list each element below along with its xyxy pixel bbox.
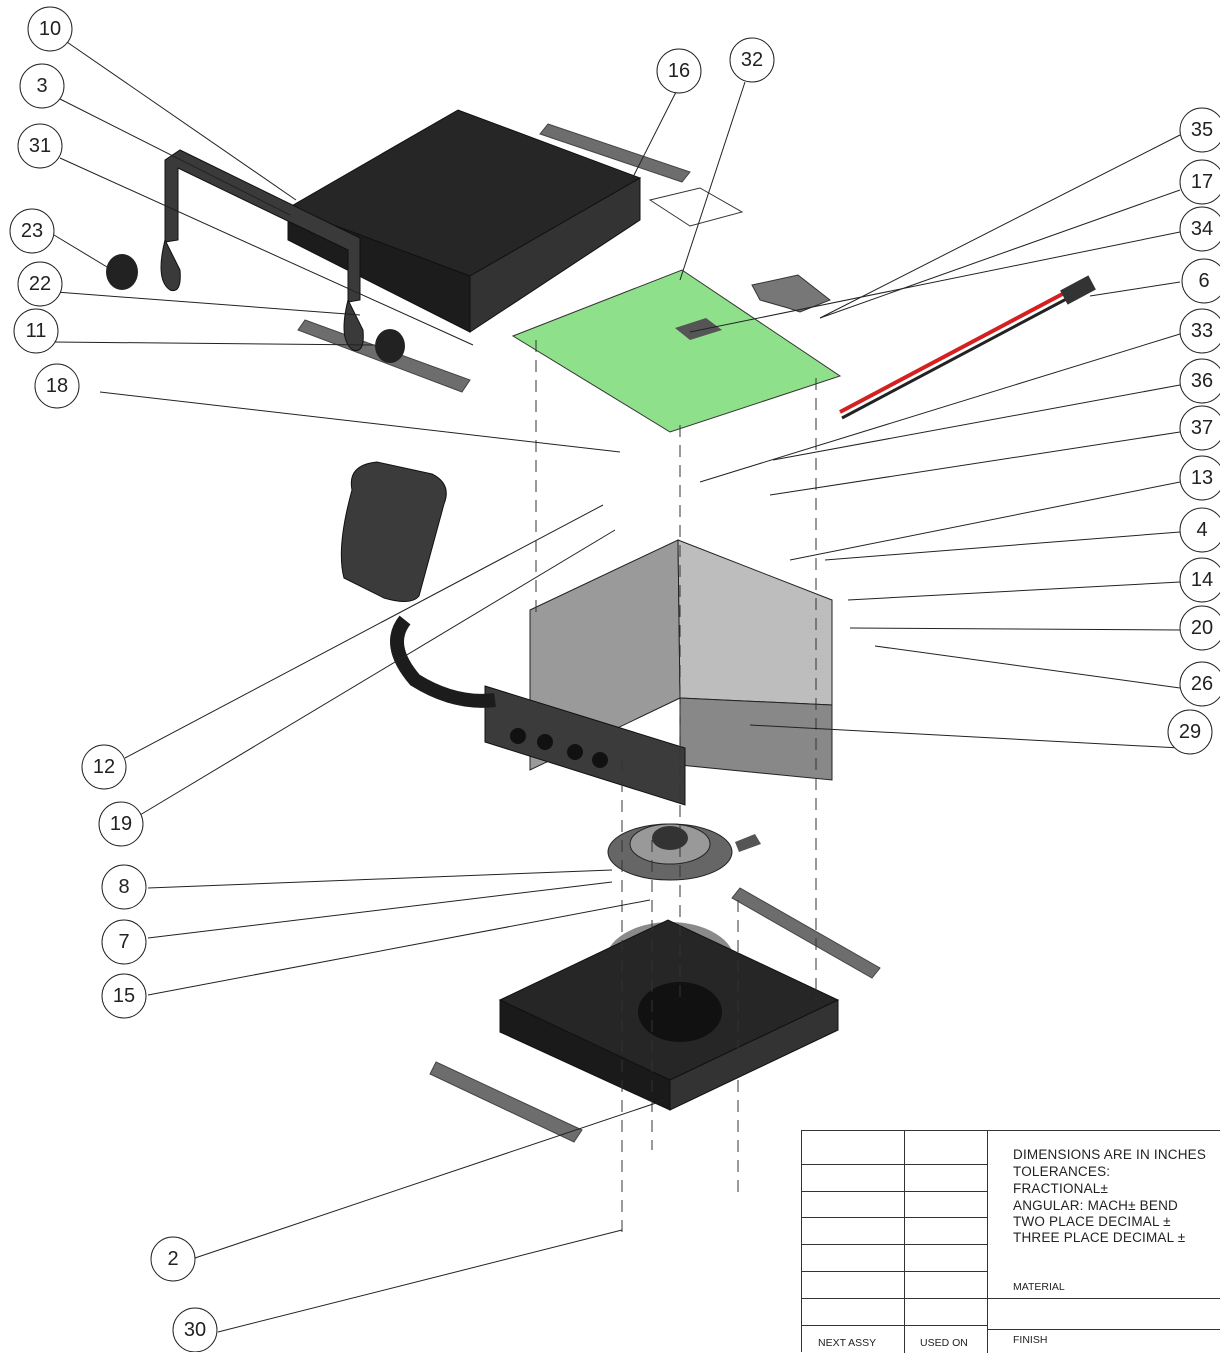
speaker xyxy=(607,823,761,881)
balloon-group xyxy=(9,6,1220,1352)
pcb xyxy=(511,187,842,433)
balloon-31: 31 xyxy=(29,135,51,157)
tb-two-place: TWO PLACE DECIMAL ± xyxy=(1013,1214,1171,1229)
balloon-4: 4 xyxy=(1196,519,1207,541)
balloon-15: 15 xyxy=(113,985,135,1007)
assembly-lines xyxy=(535,340,817,1240)
power-cable xyxy=(839,275,1096,420)
tb-tolerances: TOLERANCES: xyxy=(1013,1164,1111,1179)
balloon-33: 33 xyxy=(1191,320,1213,342)
balloon-23: 23 xyxy=(21,220,43,242)
tb-used-on: USED ON xyxy=(920,1337,968,1349)
tb-material: MATERIAL xyxy=(1013,1281,1065,1293)
tb-col-divider-2 xyxy=(987,1131,988,1353)
tb-finish: FINISH xyxy=(1013,1334,1048,1346)
balloon-32: 32 xyxy=(741,49,763,71)
tb-row-divider xyxy=(802,1244,987,1245)
balloon-36: 36 xyxy=(1191,370,1213,392)
mounting-bracket xyxy=(160,149,364,352)
tb-angular: ANGULAR: MACH± BEND xyxy=(1013,1198,1178,1213)
tb-row-divider xyxy=(802,1217,987,1218)
balloon-14: 14 xyxy=(1191,569,1213,591)
tb-row-divider xyxy=(802,1298,1220,1299)
balloon-13: 13 xyxy=(1191,467,1213,489)
tb-row-divider xyxy=(802,1191,987,1192)
balloon-20: 20 xyxy=(1191,617,1213,639)
balloon-26: 26 xyxy=(1191,673,1213,695)
microphone xyxy=(340,461,496,708)
tb-next-assy: NEXT ASSY xyxy=(818,1337,877,1349)
tb-row-divider xyxy=(802,1271,987,1272)
balloon-11: 11 xyxy=(26,320,47,342)
balloon-6: 6 xyxy=(1198,270,1209,292)
tb-row-divider xyxy=(802,1164,987,1165)
balloon-3: 3 xyxy=(36,75,47,97)
balloon-2: 2 xyxy=(167,1248,178,1270)
balloon-29: 29 xyxy=(1179,721,1201,743)
tb-row-divider xyxy=(802,1325,987,1326)
balloon-22: 22 xyxy=(29,273,51,295)
balloon-labels: 10 3 31 23 22 11 18 12 19 16 32 35 17 34… xyxy=(21,18,1213,1341)
balloon-8: 8 xyxy=(118,876,129,898)
balloon-16: 16 xyxy=(668,60,690,82)
balloon-10: 10 xyxy=(39,18,61,40)
title-block: DIMENSIONS ARE IN INCHES TOLERANCES: FRA… xyxy=(801,1130,1220,1353)
balloon-12: 12 xyxy=(93,756,115,778)
bottom-cover xyxy=(498,919,840,1111)
tb-col-divider-1 xyxy=(904,1131,905,1353)
tb-row-divider xyxy=(987,1329,1220,1330)
rubber-strip-bottom xyxy=(429,1061,583,1143)
bracket-knob-right xyxy=(375,329,405,363)
tb-fractional: FRACTIONAL± xyxy=(1013,1181,1109,1196)
balloon-7: 7 xyxy=(118,931,129,953)
balloon-37: 37 xyxy=(1191,417,1213,439)
balloon-17: 17 xyxy=(1191,171,1213,193)
rubber-strip-top xyxy=(539,123,691,183)
front-panel xyxy=(484,685,686,806)
balloon-18: 18 xyxy=(46,375,68,397)
balloon-34: 34 xyxy=(1191,218,1213,240)
tb-dimensions: DIMENSIONS ARE IN INCHES xyxy=(1013,1147,1207,1162)
bracket-knob-left xyxy=(106,254,138,290)
balloon-19: 19 xyxy=(110,813,132,835)
tb-three-place: THREE PLACE DECIMAL ± xyxy=(1013,1230,1186,1245)
balloon-35: 35 xyxy=(1191,119,1213,141)
rubber-strip-right xyxy=(731,887,881,979)
balloon-30: 30 xyxy=(184,1319,206,1341)
